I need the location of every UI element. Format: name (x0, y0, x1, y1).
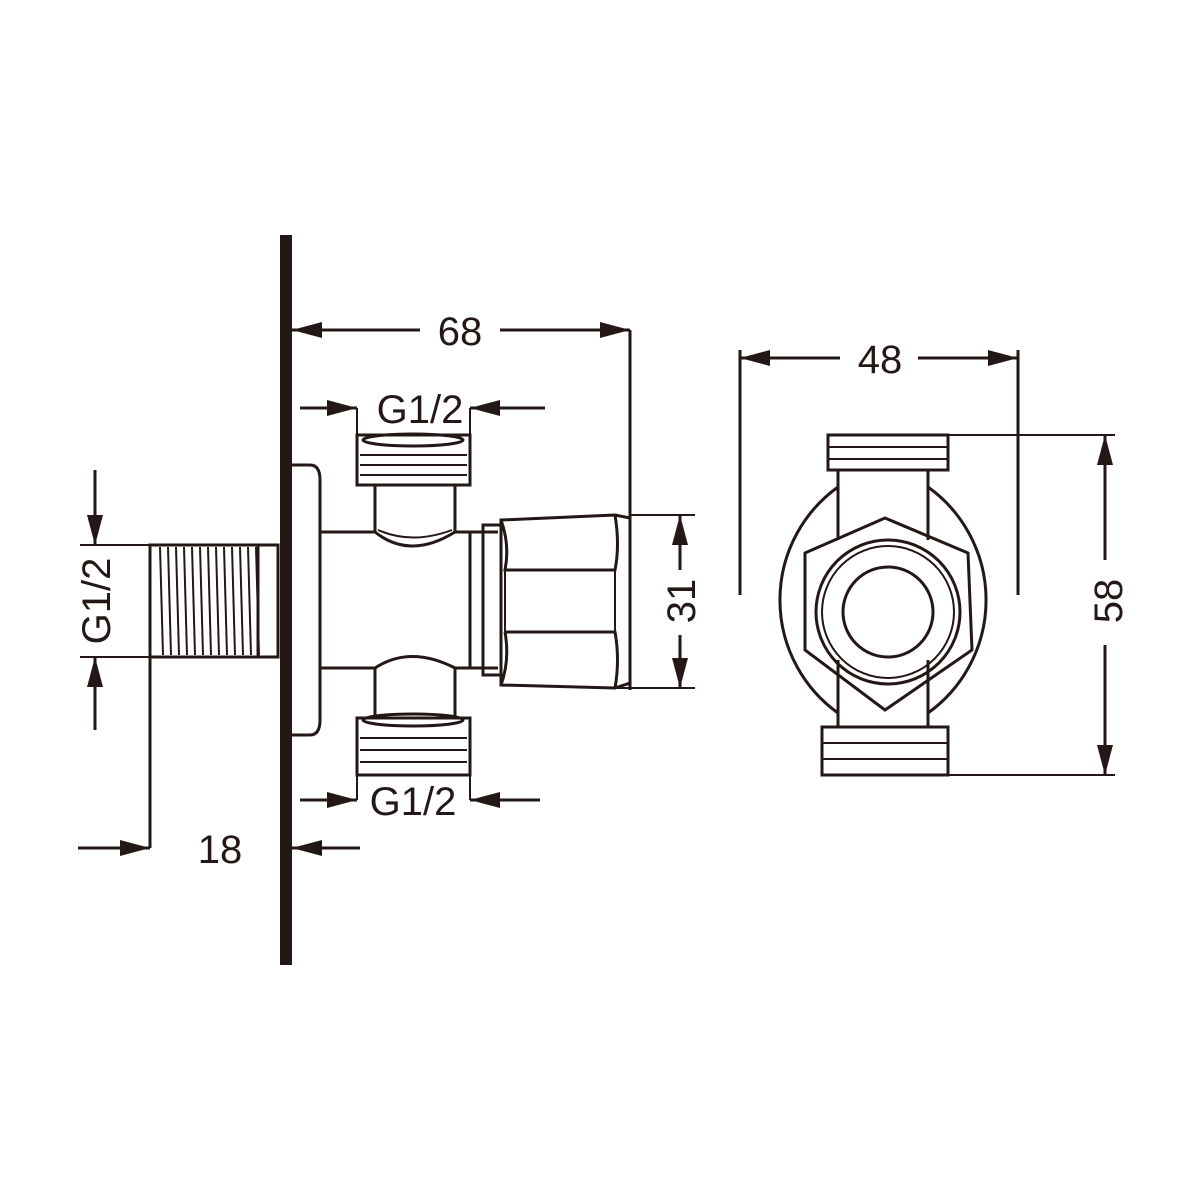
dimension-label-58: 58 (1087, 579, 1131, 624)
inlet-label: G1/2 (75, 558, 119, 645)
thread-line (191, 546, 196, 656)
hex-nut (481, 513, 632, 690)
dimension-label-48: 48 (858, 338, 903, 382)
inlet-thread (148, 543, 280, 659)
bottom-outlet-label: G1/2 (370, 780, 457, 824)
top-outlet-label: G1/2 (377, 388, 464, 432)
front-view (778, 433, 988, 777)
wall-line (280, 235, 292, 965)
thread-line (247, 546, 252, 656)
dimension-top-outlet: G1/2 (300, 388, 545, 435)
thread-line (255, 546, 260, 656)
thread-line (223, 546, 228, 656)
dimension-bottom-outlet: G1/2 (300, 775, 540, 824)
thread-line (183, 546, 188, 656)
dimension-31: 31 (610, 514, 704, 689)
thread-line (175, 546, 180, 656)
dimension-18: 18 (78, 657, 360, 872)
thread-line (167, 546, 172, 656)
side-view (148, 432, 632, 777)
dimension-58: 58 (930, 434, 1131, 776)
top-outlet-thread (355, 432, 472, 487)
dimension-label-68: 68 (438, 310, 483, 354)
thread-line (159, 546, 164, 656)
dimension-label-31: 31 (660, 579, 704, 624)
thread-line (239, 546, 244, 656)
dimension-label-18: 18 (198, 828, 243, 872)
thread-line (207, 546, 212, 656)
dimension-48: 48 (738, 338, 1020, 595)
dimension-68: 68 (292, 310, 632, 690)
thread-line (199, 546, 204, 656)
bottom-outlet-thread (355, 712, 472, 777)
thread-line (215, 546, 220, 656)
dimension-inlet: G1/2 (75, 470, 150, 730)
thread-line (231, 546, 236, 656)
